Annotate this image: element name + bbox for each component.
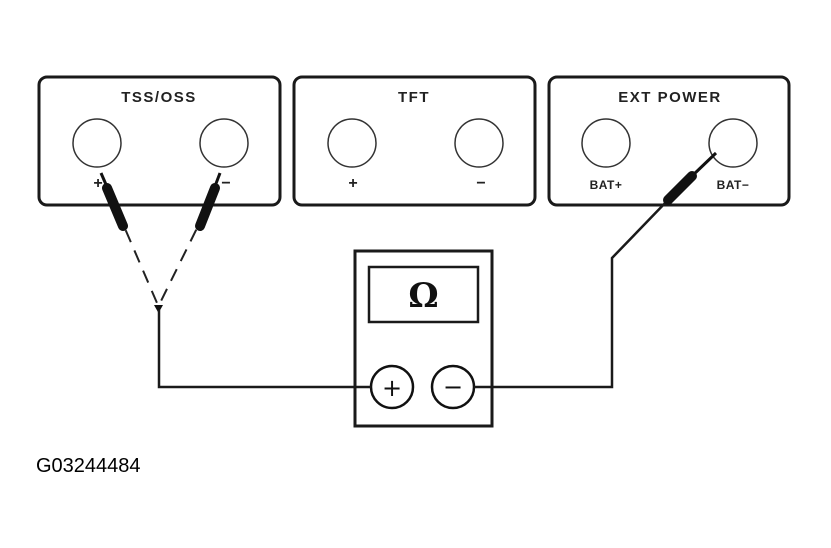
panel-tft-frame: [292, 75, 537, 207]
ext-power-bat-positive-label: BAT+: [590, 178, 623, 192]
panel-ext-power: EXT POWER BAT+ BAT−: [547, 75, 791, 207]
tss-oss-positive-jack: [72, 118, 122, 168]
panel-tft-label: TFT: [398, 89, 430, 106]
panel-ext-power-frame: [547, 75, 791, 207]
bat-negative-probe-tip: [690, 151, 718, 178]
ohm-symbol: Ω: [408, 276, 438, 316]
ohmmeter-negative-terminal-label: −: [443, 373, 463, 401]
ext-power-bat-negative-label: BAT−: [717, 178, 750, 192]
tft-negative-label: −: [476, 175, 485, 192]
ext-power-bat-negative-jack: [708, 118, 758, 168]
tft-positive-label: +: [348, 175, 357, 192]
positive-test-wire: [157, 310, 371, 389]
figure-id: G03244484: [36, 455, 141, 477]
ext-power-bat-positive-jack: [581, 118, 631, 168]
panel-tss-oss: TSS/OSS + −: [37, 75, 282, 207]
panel-ext-power-label: EXT POWER: [618, 89, 722, 106]
positive-probe-dashed-lead: [116, 209, 158, 304]
probe-lead-junction: [154, 305, 163, 313]
tss-oss-probe-leads: [99, 172, 222, 313]
bat-negative-probe: [663, 151, 718, 205]
panel-tft: TFT + −: [292, 75, 537, 207]
tft-positive-jack: [327, 118, 377, 168]
negative-probe-dashed-lead: [159, 209, 207, 304]
tft-negative-jack: [454, 118, 504, 168]
ohmmeter: Ω + −: [353, 249, 494, 428]
bat-negative-probe-body: [663, 171, 697, 205]
tss-oss-negative-jack: [199, 118, 249, 168]
ohmmeter-display: [367, 265, 480, 324]
positive-probe-body: [102, 183, 128, 231]
negative-probe-body: [195, 183, 220, 231]
negative-test-wire: [474, 199, 669, 389]
ohmmeter-positive-terminal-label: +: [382, 374, 402, 402]
tss-oss-negative-label: −: [221, 175, 230, 192]
panel-tss-oss-label: TSS/OSS: [121, 89, 197, 106]
tss-oss-positive-label: +: [93, 175, 102, 192]
